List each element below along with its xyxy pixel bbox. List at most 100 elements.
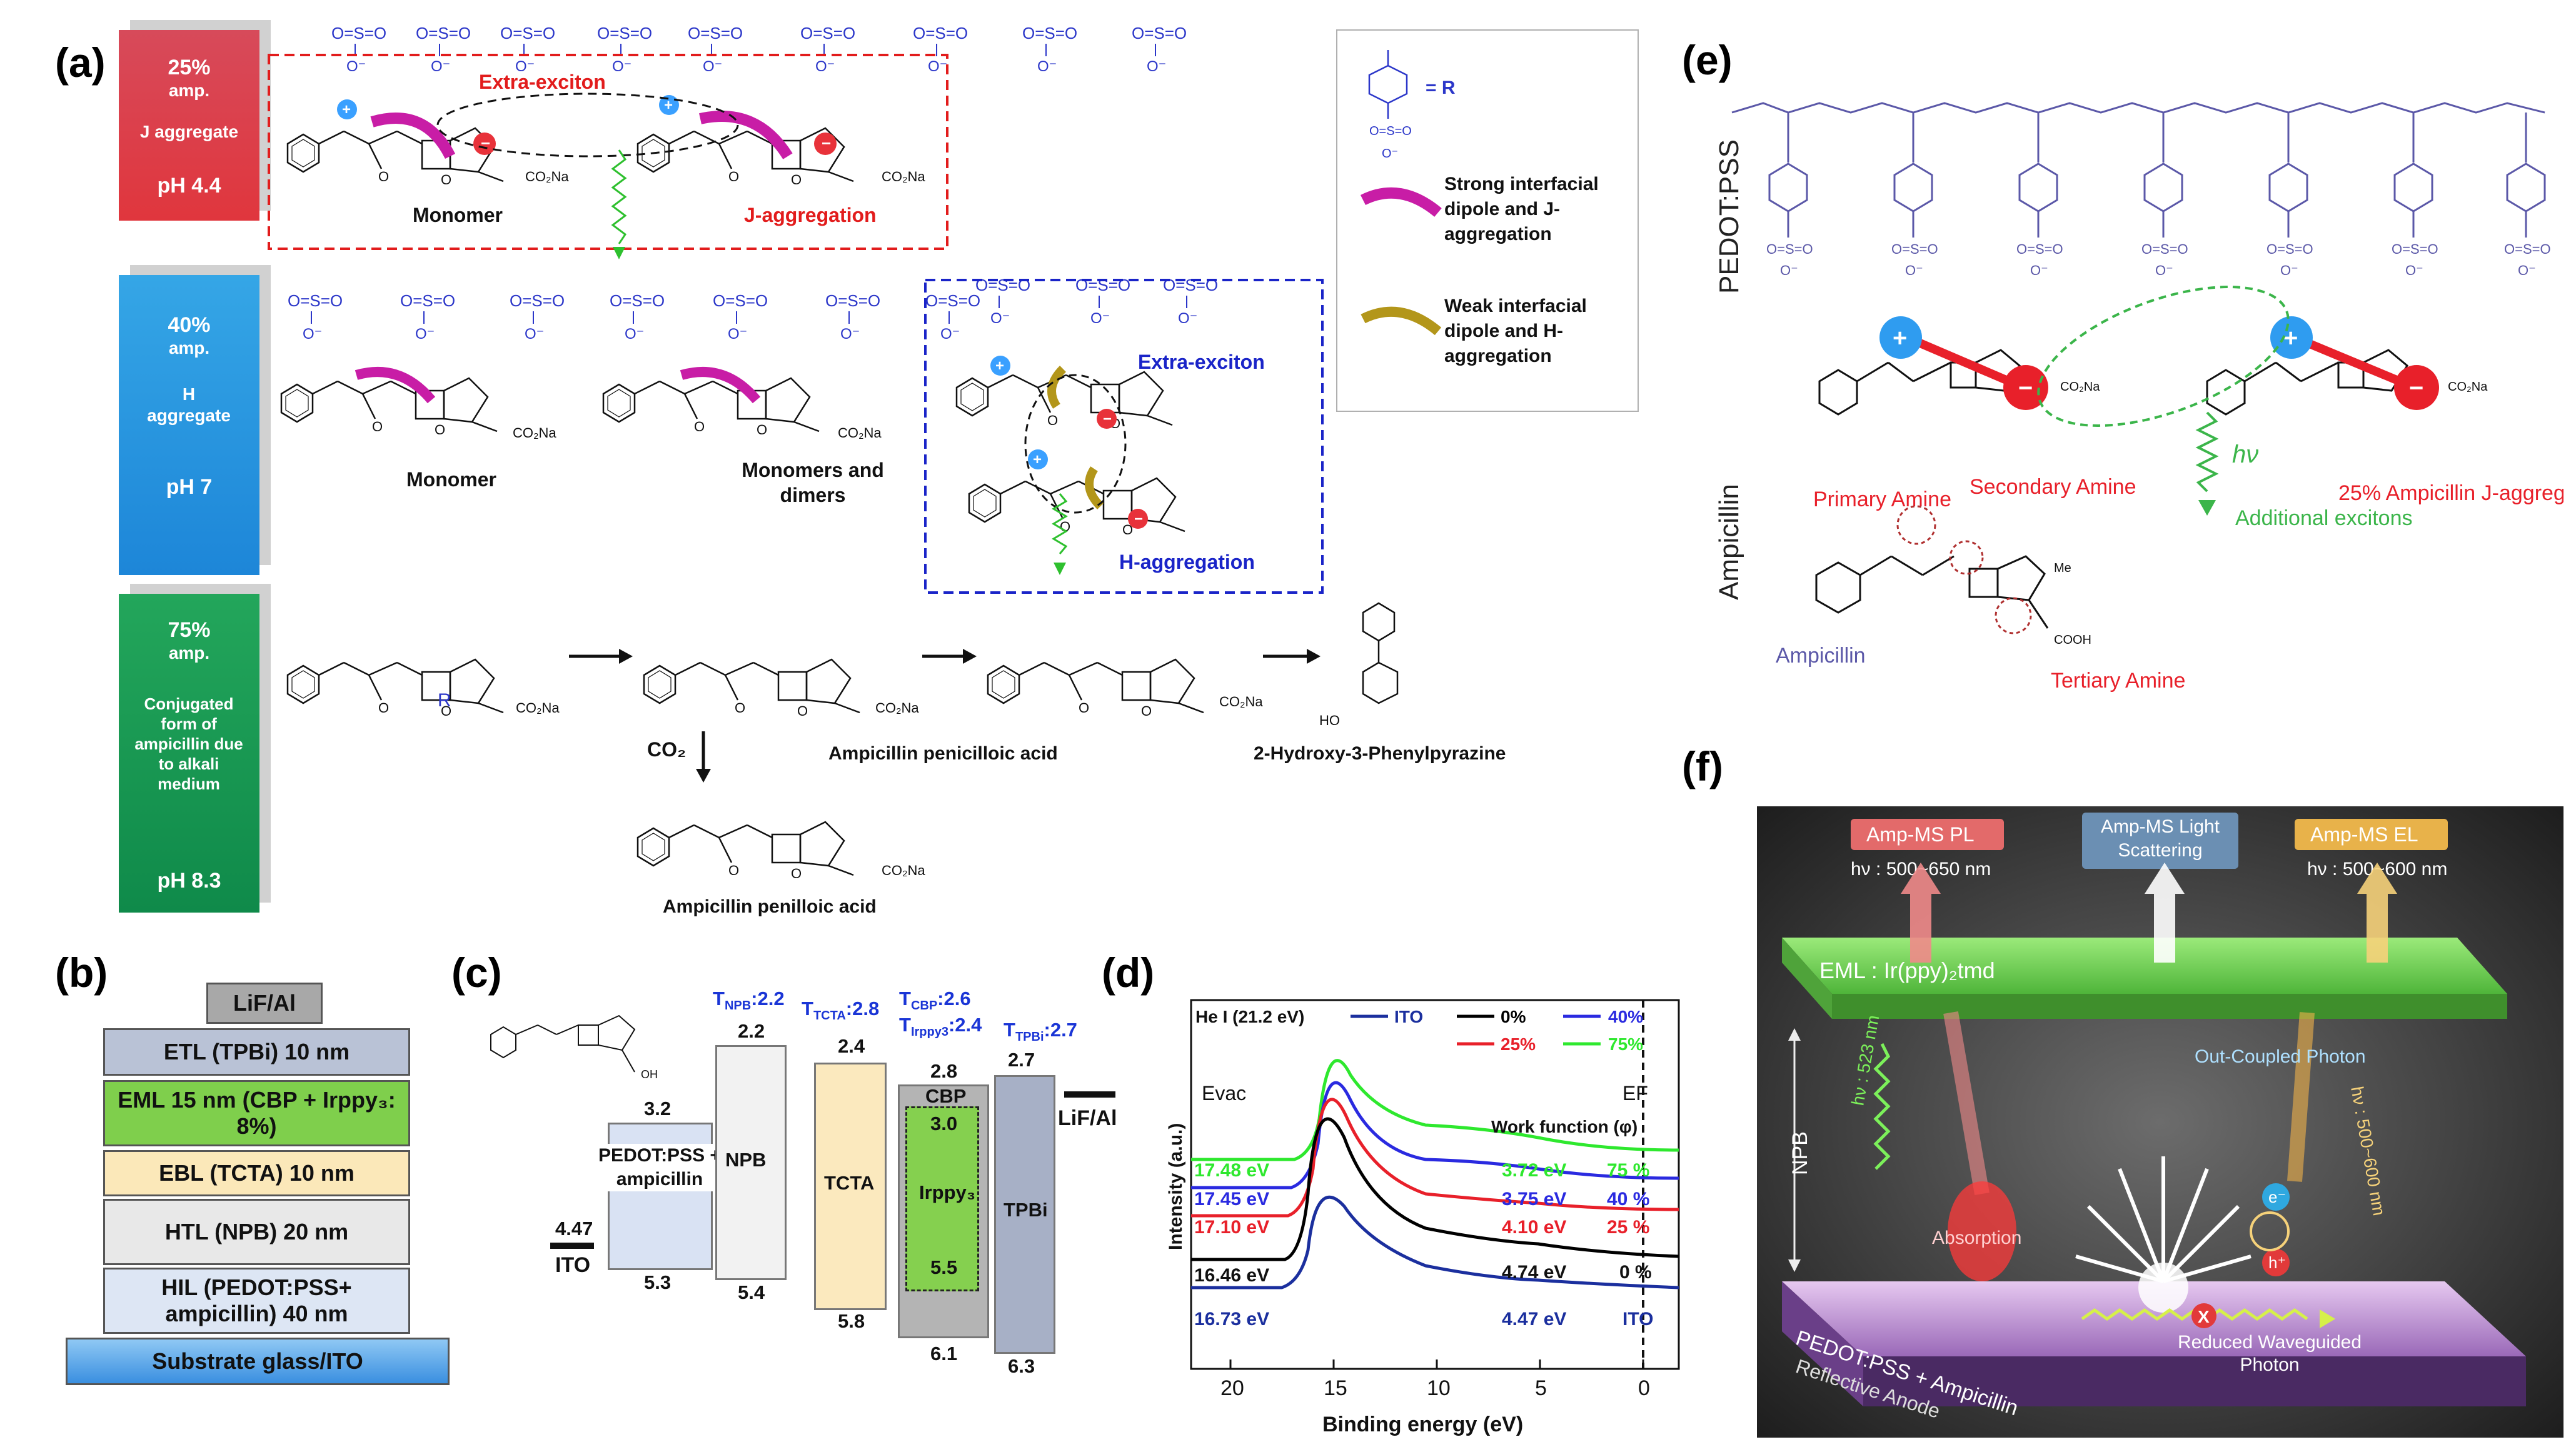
- exciton-ellipse: [1024, 374, 1127, 514]
- tcta-name: TCTA: [824, 1172, 875, 1194]
- irppy-level-bar: [905, 1106, 979, 1291]
- primary-amine-circle: [1896, 505, 1936, 545]
- irppy-name: Irppy₃: [919, 1181, 976, 1203]
- svg-text:−: −: [1103, 411, 1112, 428]
- row2-monomers-dimers: Monomers and dimers: [742, 459, 884, 506]
- svg-text:−: −: [1134, 511, 1143, 528]
- tpbi-top: 2.7: [1008, 1049, 1035, 1071]
- strong-dipole-legend-arrow: [1360, 187, 1442, 218]
- layer-hil: HIL (PEDOT:PSS+ ampicillin) 40 nm: [103, 1268, 410, 1334]
- ho-label: HO: [1319, 713, 1340, 728]
- svg-text:−: −: [481, 134, 490, 153]
- row3-amp: amp.: [168, 643, 210, 663]
- wf-0: 4.74 eV: [1502, 1262, 1566, 1283]
- row1-extra-exciton: Extra-exciton: [479, 71, 606, 93]
- svg-text:O=S=O: O=S=O: [2504, 241, 2551, 257]
- cutoff-40: 17.45 eV: [1194, 1189, 1269, 1209]
- legend-strong: Strong interfacial dipole and J-aggregat…: [1444, 174, 1599, 244]
- co2na-label: CO₂Na: [525, 169, 569, 184]
- legend-25: 25%: [1501, 1034, 1536, 1054]
- plus-charge-icon: [1028, 449, 1048, 469]
- tcta-top: 2.4: [838, 1035, 865, 1057]
- row3-ph: pH 8.3: [157, 869, 221, 893]
- panel-a-chemistry: O=S=O O⁻ O O: [268, 23, 1639, 917]
- legend-r-label: = R: [1426, 78, 1456, 98]
- row1-condition-box: 25% amp. J aggregate pH 4.4: [119, 30, 259, 221]
- pl-label: Amp-MS PL: [1866, 823, 1974, 846]
- legend-0: 0%: [1501, 1007, 1526, 1026]
- plus-charge-icon: [659, 95, 679, 115]
- row2-ph: pH 7: [166, 475, 213, 499]
- svg-text:O=S=O: O=S=O: [1891, 241, 1938, 257]
- wf-label-0: 0 %: [1619, 1262, 1652, 1283]
- row2-pct: 40%: [168, 313, 211, 337]
- row2-extra-exciton: Extra-exciton: [1138, 351, 1265, 373]
- photon-wave-icon: [1052, 493, 1068, 554]
- cooh-label: COOH: [2054, 633, 2091, 647]
- svg-text:+: +: [2283, 324, 2298, 352]
- secondary-amine-circle: [1949, 540, 1984, 575]
- co2na-label: CO₂Na: [2448, 380, 2488, 394]
- green-photon-wave: [1873, 1043, 1891, 1170]
- hole-icon: [2262, 1249, 2290, 1276]
- j25-label-line: 25% Ampicillin J-aggregation: [2338, 481, 2563, 505]
- work-function-title: Work function (φ): [1491, 1117, 1638, 1136]
- primary-amine-label: Primary Amine: [1813, 488, 1951, 511]
- lifal-name: LiF/Al: [1058, 1106, 1117, 1130]
- npb-level-bar: [715, 1045, 787, 1280]
- panel-e-label: (e): [1682, 37, 1733, 83]
- plus-charge-icon: [990, 356, 1010, 376]
- panel-b-label: (b): [55, 949, 108, 996]
- layer-substrate: Substrate glass/ITO: [66, 1338, 450, 1385]
- legend-box: [1336, 29, 1639, 412]
- minus-charge-icon: [1128, 509, 1148, 529]
- pedot-name: PEDOT:PSS + ampicillin: [588, 1144, 732, 1191]
- tpbi-level-bar: [994, 1075, 1055, 1354]
- exciton-ellipse: [436, 93, 739, 158]
- layer-etl: ETL (TPBi) 10 nm: [103, 1028, 410, 1076]
- ito-level: 4.47: [555, 1218, 593, 1239]
- svg-text:OH: OH: [641, 1068, 658, 1081]
- row3-pct: 75%: [168, 618, 211, 642]
- me-label: Me: [2054, 561, 2071, 575]
- pl-badge: [1851, 819, 2004, 850]
- legend-75: 75%: [1608, 1034, 1643, 1054]
- weak-dipole-arrow: [1085, 466, 1104, 509]
- absorption-spot: [1948, 1181, 2016, 1281]
- source-label: He I (21.2 eV): [1195, 1007, 1304, 1026]
- el-arrow: [2357, 863, 2397, 963]
- blocked-icon: [2191, 1303, 2216, 1328]
- ups-plot-frame: [1190, 999, 1680, 1370]
- svg-text:+: +: [664, 97, 673, 114]
- row1-ph: pH 4.4: [157, 174, 221, 198]
- row2-monomer: Monomer: [406, 468, 496, 491]
- svg-text:O⁻: O⁻: [1382, 147, 1398, 161]
- reduced-waveguided-label: Reduced Waveguided Photon: [2177, 1332, 2362, 1375]
- pl-arrow: [1901, 863, 1941, 963]
- wf-25: 4.10 eV: [1502, 1217, 1566, 1238]
- tpbi-name: TPBi: [1004, 1199, 1048, 1221]
- minus-charge-icon: [2394, 365, 2439, 410]
- x-tick: 0: [1638, 1376, 1650, 1400]
- r-substituent: R: [438, 690, 451, 711]
- svg-text:O⁻: O⁻: [1780, 263, 1798, 278]
- ampicillin-label: Ampicillin: [1776, 644, 1866, 668]
- side-label-ampicillin: Ampicillin: [1714, 484, 1744, 600]
- row3-kind: Conjugated form of ampicillin due to alk…: [134, 694, 243, 793]
- ups-curve-40: [1191, 1081, 1679, 1189]
- row2-kind: H aggregate: [147, 384, 231, 425]
- tertiary-amine-circle: [1995, 597, 2032, 634]
- svg-text:O=S=O: O=S=O: [1766, 241, 1813, 257]
- exciton-ring: [2250, 1211, 2290, 1251]
- row1-j-aggregation: J-aggregation: [744, 204, 877, 226]
- svg-text:O⁻: O⁻: [2030, 263, 2048, 278]
- tcta-bottom: 5.8: [838, 1310, 865, 1332]
- co2na-label: CO₂Na: [882, 169, 925, 184]
- strong-dipole-arrow: [370, 113, 456, 159]
- row2-h-aggregation: H-aggregation: [1119, 551, 1255, 573]
- x-axis-label: Binding energy (eV): [1322, 1413, 1523, 1436]
- legend-ito: ITO: [1394, 1007, 1423, 1026]
- svg-text:+: +: [342, 101, 351, 118]
- npb-bottom: 5.4: [738, 1281, 765, 1303]
- plus-charge-icon: [337, 99, 357, 119]
